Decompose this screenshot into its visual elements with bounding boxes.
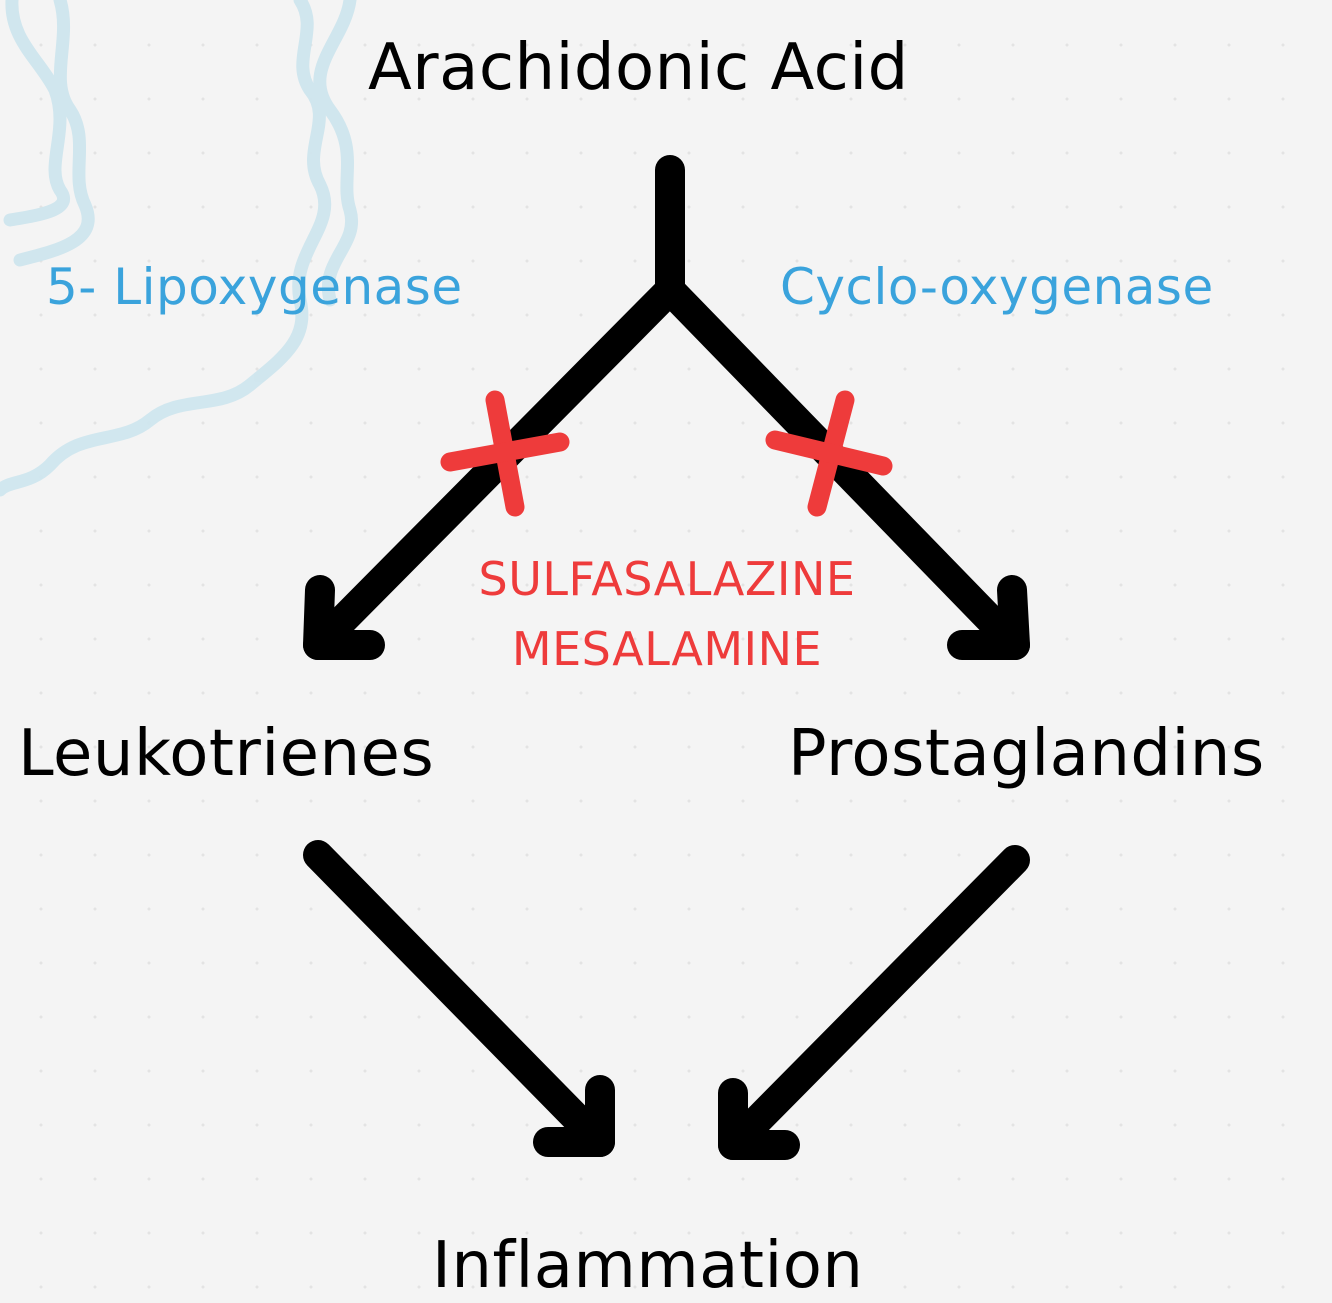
arrow-to-prostaglandins — [655, 275, 1030, 660]
node-arachidonic-acid: Arachidonic Acid — [368, 31, 909, 105]
arrow-head-inflammation-right — [718, 1078, 800, 1160]
arrow-head-leukotrienes — [303, 575, 385, 660]
node-inflammation: Inflammation — [432, 1229, 864, 1303]
arrow-prostaglandins-to-inflammation — [718, 845, 1030, 1160]
inhibitor-sulfasalazine: SULFASALAZINE — [478, 552, 856, 606]
enzyme-5-lipoxygenase: 5- Lipoxygenase — [46, 258, 463, 316]
arrow-to-leukotrienes — [303, 275, 685, 660]
node-leukotrienes: Leukotrienes — [18, 717, 435, 791]
arrow-head-inflammation-left — [533, 1075, 615, 1157]
inhibitor-mesalamine: MESALAMINE — [511, 622, 823, 676]
red-x-mark-icon — [440, 390, 893, 517]
arrow-leukotrienes-to-inflammation — [303, 840, 615, 1157]
node-prostaglandins: Prostaglandins — [788, 717, 1265, 791]
arrow-head-prostaglandins — [947, 575, 1030, 660]
enzyme-cyclo-oxygenase: Cyclo-oxygenase — [780, 258, 1214, 316]
